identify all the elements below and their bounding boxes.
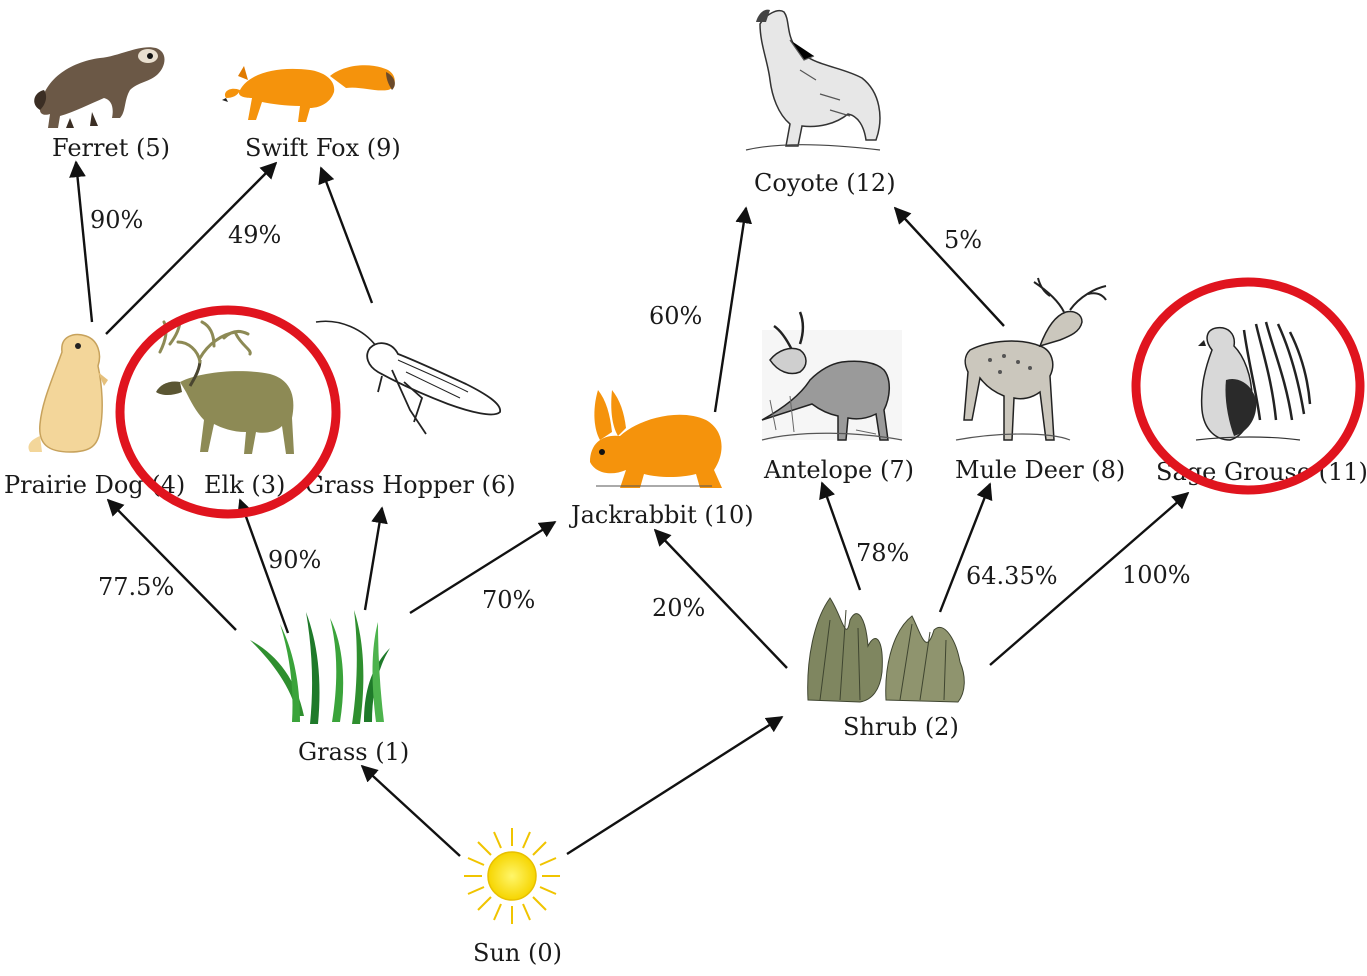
pct-prairie-dog-ferret: 90%	[90, 206, 143, 234]
arrow-sun-to-grass	[362, 766, 460, 856]
label-grass-hopper: Grass Hopper (6)	[305, 471, 516, 499]
pct-shrub-sage-grouse: 100%	[1122, 561, 1191, 589]
arrow-sun-to-shrub	[567, 717, 782, 854]
pct-mule-deer-coyote: 5%	[944, 226, 982, 254]
label-coyote: Coyote (12)	[754, 169, 896, 197]
ferret-icon	[34, 47, 164, 128]
arrow-grass-to-grass-hopper	[365, 508, 382, 610]
prairie-dog-icon	[28, 335, 108, 452]
antelope-icon	[762, 312, 902, 440]
arrow-shrub-to-mule-deer	[940, 484, 990, 612]
pct-grass-jackrabbit: 70%	[482, 586, 535, 614]
grass-icon	[250, 610, 390, 724]
grasshopper-icon	[316, 321, 500, 434]
shrub-icon	[808, 598, 965, 702]
arrow-shrub-to-antelope	[822, 483, 860, 590]
pct-grass-prairie-dog: 77.5%	[98, 573, 174, 601]
pct-shrub-jackrabbit: 20%	[652, 594, 705, 622]
pct-prairie-dog-swift-fox: 49%	[228, 221, 281, 249]
label-jackrabbit: Jackrabbit (10)	[568, 501, 754, 529]
label-antelope: Antelope (7)	[763, 456, 914, 484]
label-shrub: Shrub (2)	[843, 713, 959, 741]
arrow-grass-hopper-to-swift-fox	[321, 168, 372, 303]
pct-shrub-antelope: 78%	[856, 539, 909, 567]
node-labels: Ferret (5) Swift Fox (9) Coyote (12) Pra…	[4, 134, 1367, 967]
arrow-prairie-dog-to-ferret	[76, 162, 92, 322]
label-elk: Elk (3)	[204, 471, 285, 499]
label-mule-deer: Mule Deer (8)	[955, 456, 1125, 484]
sun-icon	[464, 828, 560, 924]
pct-shrub-mule-deer: 64.35%	[966, 562, 1058, 590]
mule-deer-icon	[956, 278, 1106, 440]
label-grass: Grass (1)	[298, 738, 409, 766]
elk-icon	[156, 320, 294, 454]
arrow-jackrabbit-to-coyote	[715, 208, 746, 412]
pct-jackrabbit-coyote: 60%	[649, 302, 702, 330]
pct-grass-elk: 90%	[268, 546, 321, 574]
arrow-grass-to-prairie-dog	[108, 500, 236, 630]
coyote-icon	[746, 10, 880, 150]
sage-grouse-icon	[1196, 322, 1310, 440]
label-sun: Sun (0)	[473, 939, 562, 967]
label-ferret: Ferret (5)	[52, 134, 170, 162]
jackrabbit-icon	[590, 390, 722, 488]
label-swift-fox: Swift Fox (9)	[245, 134, 401, 162]
swift-fox-icon	[222, 65, 395, 122]
